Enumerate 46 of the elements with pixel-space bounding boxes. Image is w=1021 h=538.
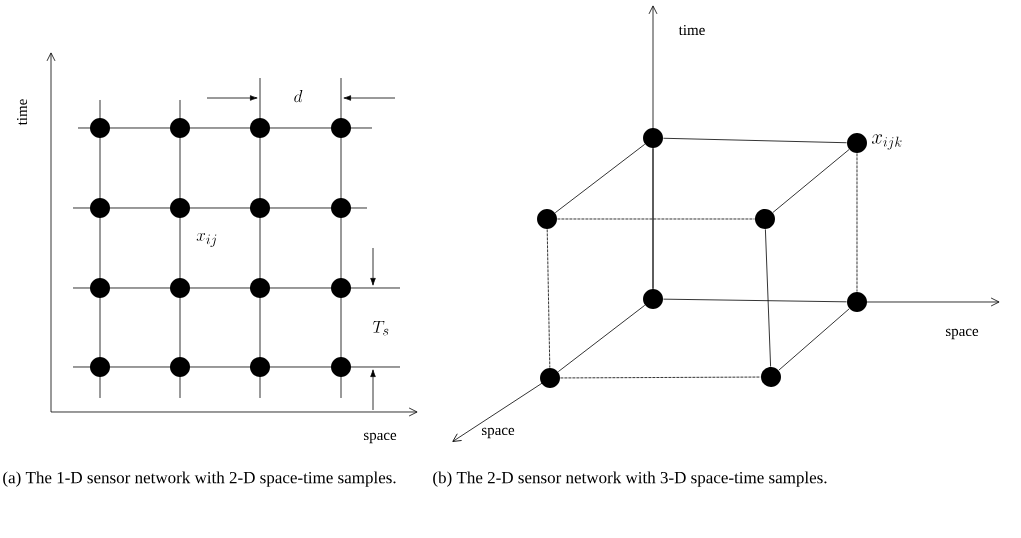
cube-edge [765,229,771,367]
sample-dot [331,198,351,218]
sample-dot [331,278,351,298]
sample-dot [643,289,663,309]
axis-label: time [17,99,28,126]
axis-label: space [363,432,397,444]
axis-label: time [678,24,705,36]
cube-edge [856,153,858,292]
math-label: $x_{ij}$ [196,232,217,247]
sample-dot [170,118,190,138]
sample-dot [90,357,110,377]
cube-edge [557,304,646,373]
cube-edge [772,149,850,213]
cube-edge [554,143,646,214]
sample-dot [250,357,270,377]
sample-dot [250,278,270,298]
sample-dot [170,357,190,377]
axis-label: space [945,328,979,340]
caption: (a) The 1-D sensor network with 2-D space-time samples. [3,471,396,487]
cube-edge [663,298,847,303]
cube-edge [546,229,551,368]
sample-dot [537,209,557,229]
sample-dot [170,278,190,298]
sample-dot [643,128,663,148]
sample-dot [250,118,270,138]
sample-dot [170,198,190,218]
sample-dot [90,118,110,138]
cube-edge [778,308,850,371]
sample-dot [540,368,560,388]
cube-edge [560,376,761,379]
caption: (b) The 2-D sensor network with 3-D space-time samples. [433,471,827,487]
cube-edge [663,137,847,144]
axis-label: space [481,427,515,439]
sample-dot [755,209,775,229]
cube-edge [652,148,654,289]
sample-dot [90,278,110,298]
cube-edge [557,218,755,220]
sample-dot [250,198,270,218]
sample-dot [847,292,867,312]
math-label: $d$ [294,90,303,103]
sample-dot [847,133,867,153]
sample-dot [90,198,110,218]
sample-dot [331,357,351,377]
math-label: $T_s$ [372,320,389,336]
sample-dot [331,118,351,138]
sample-dot [761,367,781,387]
